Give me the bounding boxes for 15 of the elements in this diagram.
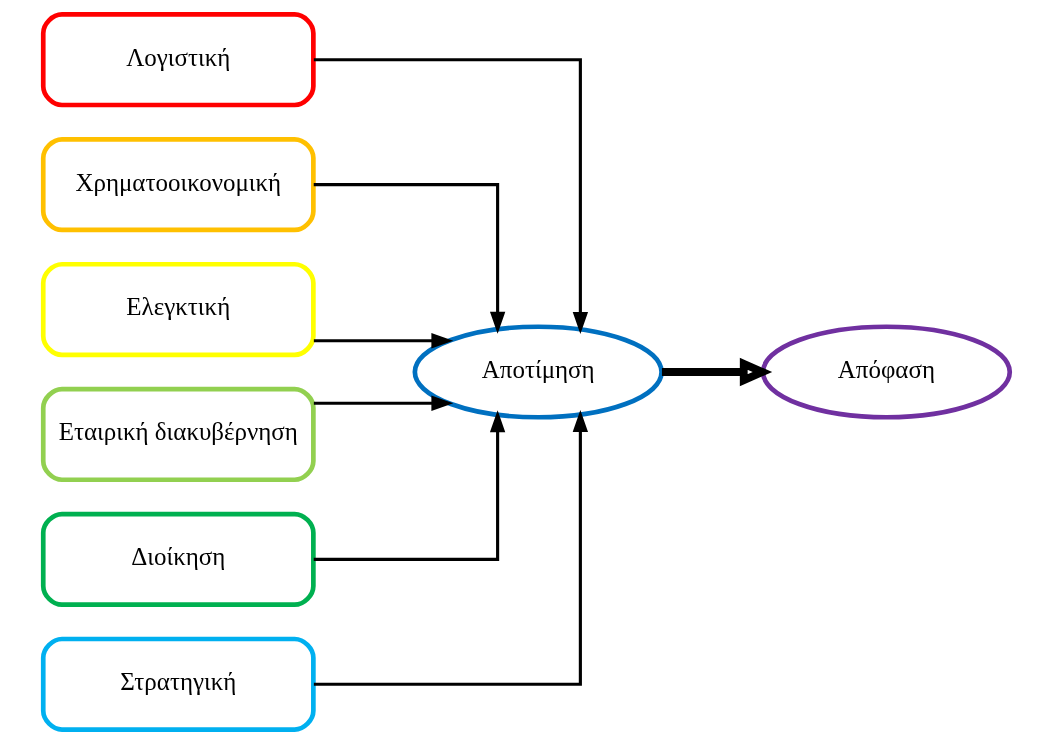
node-box: Λογιστική [40, 12, 316, 108]
node-ellipse: Αποτίμηση [412, 324, 664, 420]
arrow [313, 58, 589, 334]
node-box: Ελεγκτική [40, 261, 316, 358]
node-box: Χρηματοοικονομική [40, 137, 316, 233]
node-box: Εταιρική διακυβέρνηση [40, 386, 316, 483]
node-ellipse: Απόφαση [760, 324, 1013, 420]
arrow [313, 395, 454, 411]
arrow [313, 410, 506, 561]
node-box: Διοίκηση [40, 511, 316, 607]
arrow [313, 410, 589, 686]
arrow [313, 183, 506, 334]
arrow [313, 333, 454, 349]
arrow [661, 357, 773, 387]
node-box: Στρατηγική [40, 636, 316, 732]
